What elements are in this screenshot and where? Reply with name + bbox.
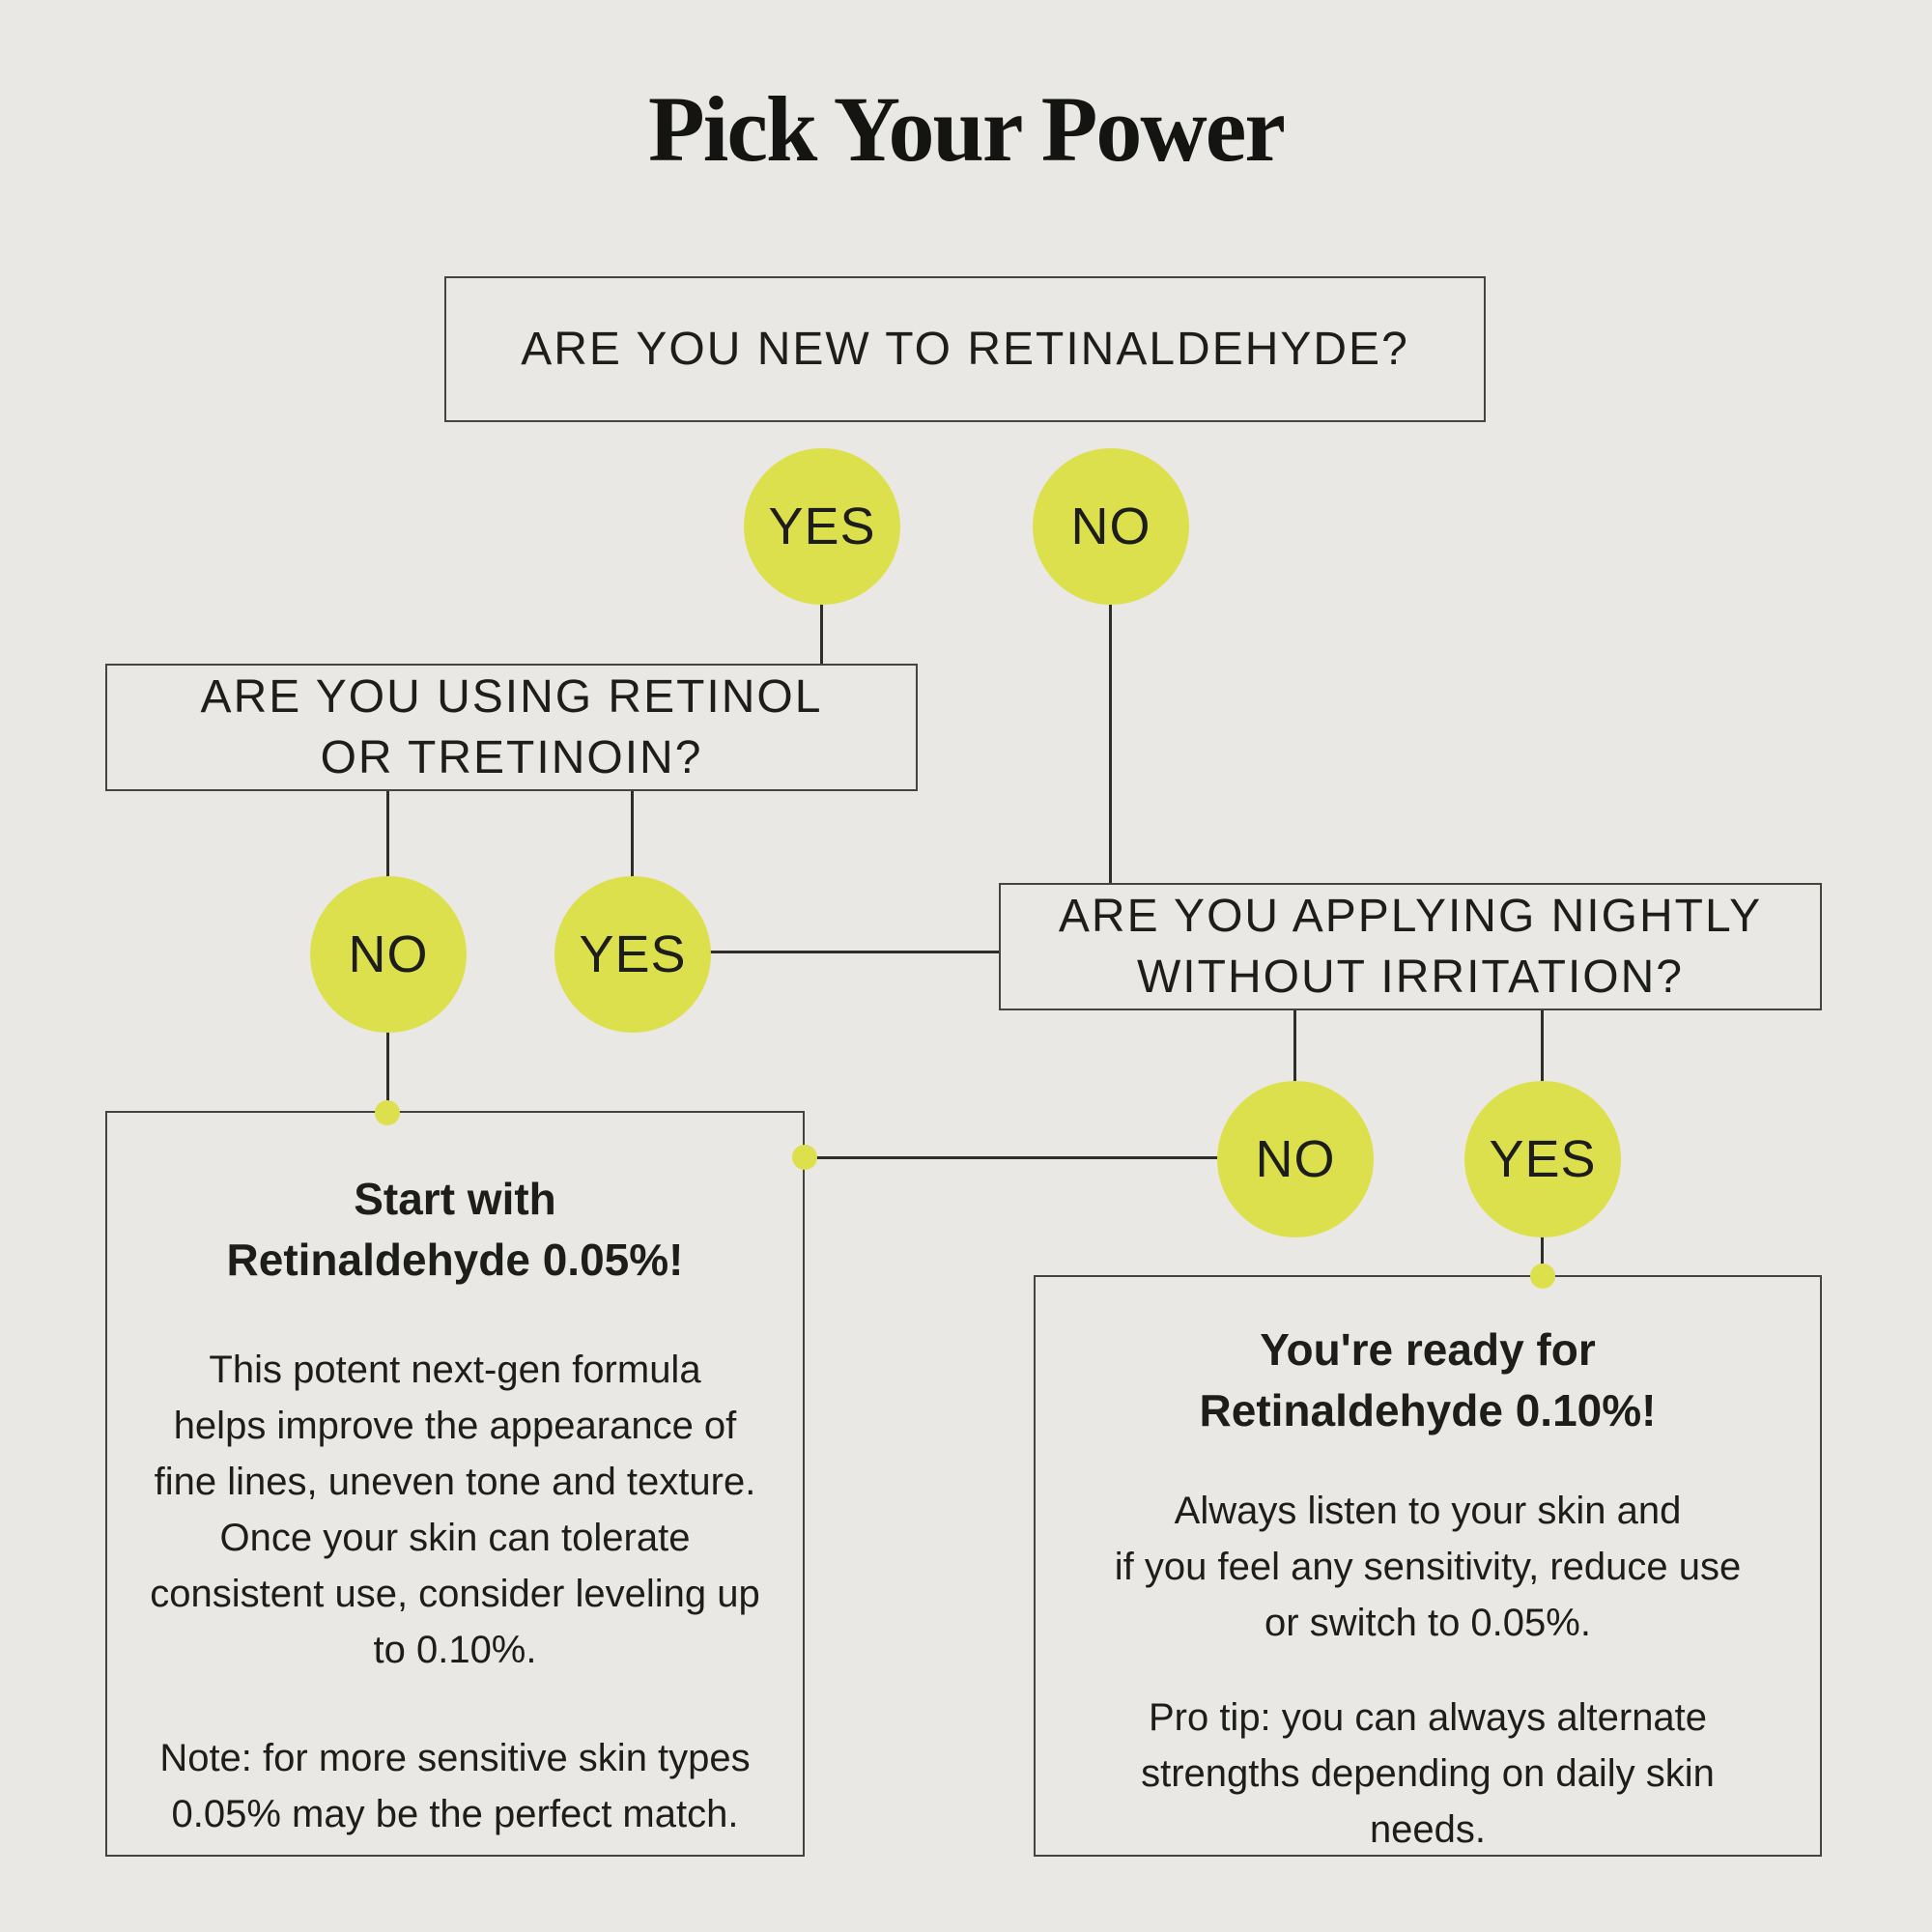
answer-circle-q2-no: NO [310, 876, 467, 1033]
result-left-paragraph-2: Note: for more sensitive skin types 0.05… [159, 1736, 751, 1835]
connector-q3-yes [1541, 1010, 1544, 1084]
junction-dot-result-left-top [375, 1100, 400, 1125]
answer-circle-q1-no: NO [1033, 448, 1189, 605]
result-box-ready-010: You're ready for Retinaldehyde 0.10%! Al… [1034, 1275, 1822, 1857]
answer-circle-q3-yes: YES [1464, 1081, 1621, 1237]
connector-q3yes-result-right [1541, 1235, 1544, 1277]
connector-q3-no [1293, 1010, 1296, 1084]
result-right-paragraph-1: Always listen to your skin and if you fe… [1114, 1489, 1742, 1644]
connector-q3no-result-left [805, 1156, 1222, 1159]
result-left-paragraph-1: This potent next-gen formula helps impro… [150, 1348, 760, 1671]
answer-circle-q2-yes: YES [554, 876, 711, 1033]
result-box-start-005: Start with Retinaldehyde 0.05%! This pot… [105, 1111, 805, 1857]
connector-q2-no [386, 791, 389, 880]
junction-dot-result-right-top [1530, 1264, 1555, 1289]
connector-q1yes-q2 [820, 599, 823, 667]
answer-circle-q1-yes: YES [744, 448, 900, 605]
answer-circle-q3-no: NO [1217, 1081, 1374, 1237]
result-right-paragraph-2: Pro tip: you can always alternate streng… [1141, 1695, 1715, 1851]
question-using-retinol-or-tretinoin: ARE YOU USING RETINOL OR TRETINOIN? [105, 664, 918, 791]
connector-q2yes-q3 [710, 951, 1000, 953]
connector-q1no-q3 [1109, 599, 1112, 885]
question-applying-nightly: ARE YOU APPLYING NIGHTLY WITHOUT IRRITAT… [999, 883, 1822, 1010]
connector-q2-yes [631, 791, 634, 880]
connector-q2no-result-left [386, 1030, 389, 1113]
question-new-to-retinaldehyde: ARE YOU NEW TO RETINALDEHYDE? [444, 276, 1486, 422]
result-right-heading: You're ready for Retinaldehyde 0.10%! [1199, 1324, 1657, 1436]
result-left-heading: Start with Retinaldehyde 0.05%! [226, 1174, 684, 1286]
page-title: Pick Your Power [648, 77, 1286, 181]
junction-dot-result-left-side [792, 1145, 817, 1170]
